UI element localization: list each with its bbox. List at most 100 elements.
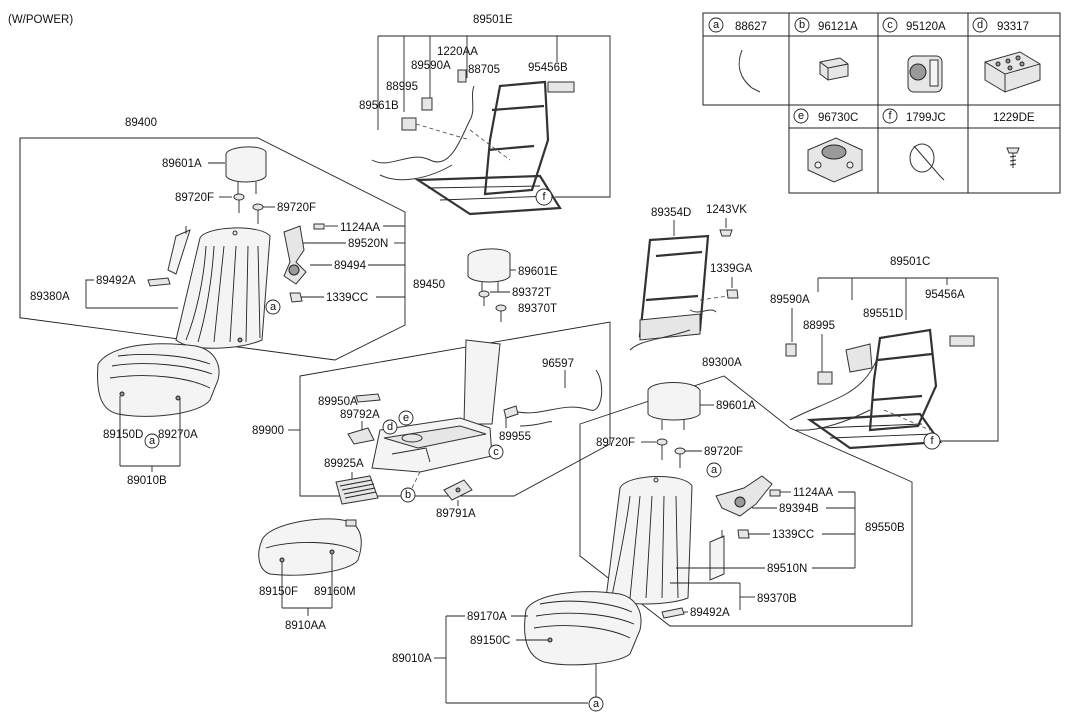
label-89010A: 89010A [392,653,432,665]
part-89792A [347,427,375,445]
lumbar-bracket [283,225,307,285]
label-88995: 88995 [386,81,418,93]
motor-89551D [845,343,873,373]
headrest-right [647,382,701,430]
center-headrest-group: 89601E 89372T 89370T [467,248,558,322]
seat-frame-assembly-right: 89501C 89590A 88995 89551D 95456A f [770,256,999,450]
trim-89492A [147,277,171,287]
callout-circle-icon [882,108,898,124]
label-89492A: 89492A [96,275,136,287]
bracket-89590A [421,97,433,111]
module-88995 [401,117,417,131]
callout-circle-icon [882,17,898,33]
seat-back-assembly-right: 89300A 89601A 89720F 89720F a 1124AA [579,357,913,627]
label-89492A-r: 89492A [690,607,730,619]
legend-item-f: f 1799JC [882,108,946,181]
seat-cushion-right [524,591,642,666]
seat-cushion-assembly-left: 89150D 89270A a 89010B [97,343,220,487]
nut-1339GA [726,289,739,299]
bolt-1124AA [313,223,325,230]
guide-89370T [495,304,507,322]
label-89400: 89400 [125,117,157,129]
label-89900: 89900 [252,425,284,437]
side-airbag-pad [167,226,191,275]
label-89270A: 89270A [158,429,198,441]
power-seat-frame [371,69,575,216]
label-89720F-r1: 89720F [596,437,635,449]
callout-f-circle [923,432,941,450]
callout-letter: a [270,301,277,313]
seat-cushion-assembly-right: 89170A 89150C 89010A a [392,591,642,712]
back-frame-right [629,234,717,351]
label-89150F: 89150F [259,586,298,598]
label-89300A: 89300A [702,357,742,369]
label-89720F-b: 89720F [277,202,316,214]
label-89720F-a: 89720F [175,192,214,204]
seat-back-assembly-left: 89400 89601A 89720F 89720F 1124AA 89520N… [19,117,445,361]
callout-f-circle [535,188,553,206]
cable-tie-icon [909,143,945,181]
seat-back-frame-right: 89354D 1243VK 1339GA [629,204,753,351]
callout-letter: d [387,421,393,433]
label-1124AA: 1124AA [340,222,380,234]
part-89955 [503,405,519,419]
legend-item-d: d 93317 [972,17,1041,93]
label-89550B: 89550B [865,522,905,534]
label-89370B: 89370B [757,593,797,605]
label-89590A-r: 89590A [770,294,810,306]
callout-circle-icon [794,17,810,33]
label-1339CC-r: 1339CC [772,529,814,541]
label-88705: 88705 [468,64,500,76]
side-airbag-pad-right [709,530,725,581]
label-1220AA: 1220AA [437,46,478,58]
switch-panel-icon [984,51,1041,93]
callout-letter: e [403,412,409,424]
headrest-guide-r1 [656,438,668,460]
power-seat-frame-right [785,328,975,450]
callout-letter: a [149,435,156,447]
callout-letter: f [930,435,934,447]
label-89170A: 89170A [467,611,507,623]
legend-code: 88627 [735,21,767,33]
label-89450: 89450 [413,279,445,291]
storage-tray-89925A [335,475,379,505]
legend-item-b: b 96121A [794,17,858,81]
legend-letter: a [713,19,720,31]
callout-c-circle [488,444,504,460]
callout-circle-icon [972,17,988,33]
cover-95456A [949,335,975,347]
callout-e-circle [398,410,414,426]
seat-back-right [605,476,693,605]
legend-item-e: e 96730C [793,108,863,183]
seat-frame-assembly-left: 89501E 1220AA 89590A 88995 88705 95456B … [359,14,611,216]
callout-b-circle [400,487,416,503]
callout-letter: a [593,698,600,710]
callout-a-circle [588,696,604,712]
label-89501E: 89501E [473,14,513,26]
callout-a-circle [144,433,160,449]
connector-icon [819,57,849,81]
callout-letter: b [405,489,411,501]
legend-code: 93317 [997,21,1029,33]
label-96597: 96597 [542,358,574,370]
callout-letter: c [493,446,499,458]
label-89601E: 89601E [518,266,558,278]
label-89561B: 89561B [359,100,399,112]
guide-89372T [478,290,490,306]
bolt-1243VK [719,229,733,237]
headrest-guide-a [233,193,245,213]
legend-code: 96730C [818,112,858,124]
part-89791A [443,479,473,501]
label-89354D: 89354D [651,207,691,219]
label-8910AA: 8910AA [285,620,326,632]
label-89551D: 89551D [863,308,903,320]
part-89950A [355,393,381,403]
label-1339CC: 1339CC [326,292,368,304]
power-note: (W/POWER) [8,14,73,26]
center-console-assembly: 89900 96597 89950A 89792A d e 89955 c 89… [252,321,611,520]
label-89791A: 89791A [436,508,476,520]
label-89501C: 89501C [890,256,930,268]
bracket-89590A-r [785,343,797,357]
headrest-center [467,248,511,292]
